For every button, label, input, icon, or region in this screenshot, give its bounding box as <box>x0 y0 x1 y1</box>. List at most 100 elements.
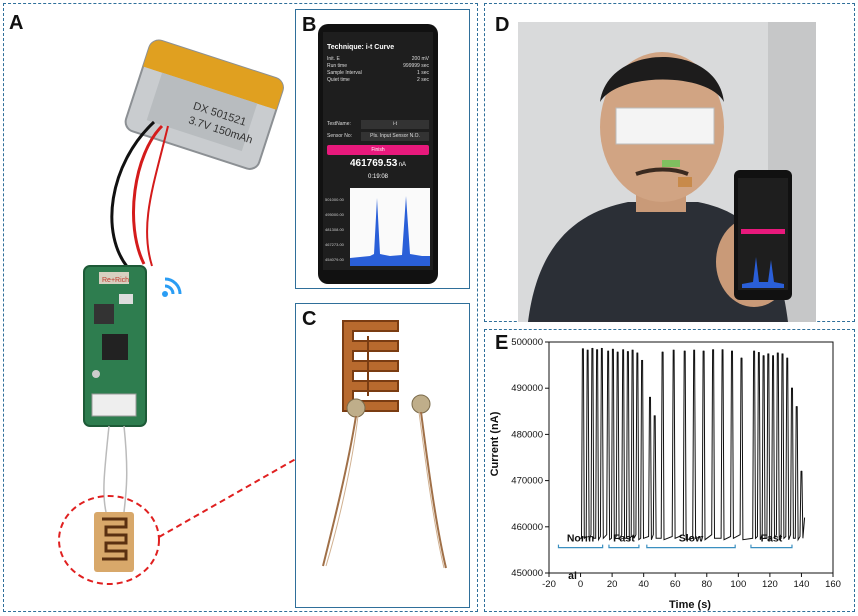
panel-a-label: A <box>9 12 24 34</box>
data-point <box>762 355 765 357</box>
elapsed-time: 0:19:08 <box>367 174 389 180</box>
data-point <box>641 359 643 362</box>
wifi-icon <box>162 277 182 297</box>
panel-d: D <box>484 3 855 322</box>
data-point <box>662 351 664 353</box>
panel-a: A DX 501521 3.7V 150mAh Re+Rich <box>3 3 478 612</box>
black-wire <box>110 120 156 270</box>
y-axis-label: Current (nA) <box>489 411 501 476</box>
x-tick-label: 20 <box>607 579 618 590</box>
segment-bracket <box>557 544 604 549</box>
panel-b-label: B <box>302 14 317 36</box>
data-point <box>758 352 760 354</box>
data-point <box>632 349 634 351</box>
data-point <box>591 347 593 350</box>
phone-trace <box>350 188 430 266</box>
data-point <box>627 351 629 353</box>
panel-e: E Current (nA) Time (s) -20 0 20 40 60 80 100 1… <box>484 329 855 612</box>
board-brand: Re+Rich <box>102 277 129 284</box>
sensor-row: Sensor No: Pls. Input Sensor N.O. <box>327 132 429 141</box>
data-point <box>753 350 755 352</box>
data-point <box>712 349 714 351</box>
test-name-row: TestName: i-t <box>327 120 429 129</box>
x-tick-label: 40 <box>638 579 649 590</box>
sensor-closeup <box>322 320 447 569</box>
data-point <box>693 349 695 351</box>
wearer-photo <box>518 22 816 322</box>
x-tick-label: 120 <box>762 579 778 590</box>
data-point <box>777 352 779 354</box>
phone-y-ticks: 501000.00 495000.00 481308.00 467273.00 … <box>325 197 344 262</box>
data-point <box>767 353 769 355</box>
x-tick-label: 160 <box>825 579 841 590</box>
data-point <box>617 351 619 353</box>
panel-c: C <box>295 303 470 608</box>
x-tick-label: -20 <box>542 579 556 590</box>
data-point <box>684 350 686 352</box>
finish-button[interactable]: Finish <box>327 145 429 155</box>
data-point <box>796 406 798 408</box>
panel-c-label: C <box>302 308 317 330</box>
panel-e-label: E <box>495 332 509 354</box>
y-tick-label: 460000 <box>511 522 543 533</box>
red-wire <box>132 124 164 265</box>
data-point <box>731 350 733 352</box>
reading: 461769.53 nA <box>323 158 433 169</box>
data-point <box>673 349 675 351</box>
test-name-input[interactable]: i-t <box>361 120 429 129</box>
eye-cover <box>615 107 715 145</box>
data-point <box>622 349 624 351</box>
data-point <box>721 349 724 351</box>
plot-frame <box>548 341 834 574</box>
sensor-input[interactable]: Pls. Input Sensor N.O. <box>361 132 429 141</box>
segment-label: Slow <box>679 533 704 545</box>
y-tick-label: 450000 <box>511 568 543 579</box>
data-point <box>612 348 614 350</box>
segment-bracket <box>608 544 640 549</box>
y-tick-label: 480000 <box>511 429 543 440</box>
small-sensor <box>94 512 134 572</box>
x-tick-label: 80 <box>701 579 712 590</box>
y-tick-label: 500000 <box>511 337 543 348</box>
reading-unit: nA <box>398 162 406 168</box>
segment-label: Fast <box>761 533 783 545</box>
data-point <box>800 470 803 472</box>
data-point <box>740 357 743 359</box>
data-point <box>587 349 589 351</box>
reading-value: 461769.53 <box>349 158 398 169</box>
wearable-device-illustration: DX 501521 3.7V 150mAh Re+Rich <box>83 39 284 572</box>
segment-bracket <box>750 544 793 549</box>
data-point <box>649 396 651 399</box>
data-point <box>607 350 609 352</box>
data-point <box>596 349 598 351</box>
x-tick-label: 100 <box>730 579 746 590</box>
y-tick-label: 470000 <box>511 476 543 487</box>
data-point <box>703 350 705 352</box>
data-point <box>781 353 784 355</box>
segment-bracket <box>646 544 736 549</box>
data-point <box>791 387 793 389</box>
data-point <box>772 355 774 357</box>
panel-d-label: D <box>495 14 510 36</box>
current-time-chart: Current (nA) Time (s) -20 0 20 40 60 80 100 120… <box>489 337 841 611</box>
segment-label: Norm <box>567 533 594 545</box>
x-axis-label: Time (s) <box>669 599 711 611</box>
data-point <box>601 347 603 350</box>
x-tick-label: 0 <box>578 579 583 590</box>
y-tick-label: 490000 <box>511 383 543 394</box>
data-point <box>636 352 638 354</box>
red-wire-2 <box>146 125 169 267</box>
x-tick-label: 60 <box>670 579 681 590</box>
segment-label: Fast <box>613 533 635 545</box>
data-point <box>654 415 656 417</box>
x-tick-label: 140 <box>794 579 810 590</box>
phone-title: Technique: i-t Curve <box>327 44 395 51</box>
